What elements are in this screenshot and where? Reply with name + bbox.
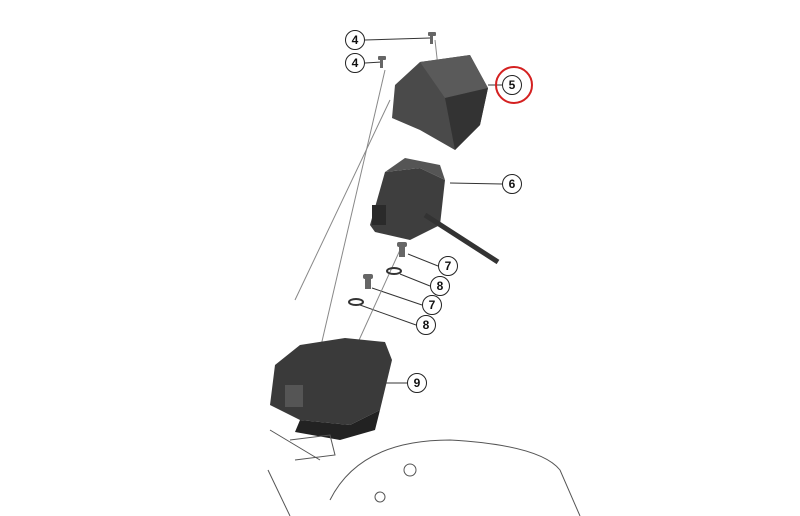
screw-part-4 xyxy=(378,32,436,68)
callout-8-upper: 8 xyxy=(430,276,450,296)
callout-4-upper: 4 xyxy=(345,30,365,50)
bolts-washers-part-7-8 xyxy=(348,242,407,306)
motor-unit-part-6 xyxy=(370,158,500,265)
bracket-part-9 xyxy=(270,338,392,440)
callout-7-lower: 7 xyxy=(422,295,442,315)
callout-6: 6 xyxy=(502,174,522,194)
callout-9: 9 xyxy=(407,373,427,393)
callout-4-lower: 4 xyxy=(345,53,365,73)
red-highlight-circle xyxy=(495,66,533,104)
bike-frame-outline xyxy=(267,429,581,516)
cover-part-5 xyxy=(392,55,488,150)
callout-8-lower: 8 xyxy=(416,315,436,335)
callout-7-upper: 7 xyxy=(438,256,458,276)
